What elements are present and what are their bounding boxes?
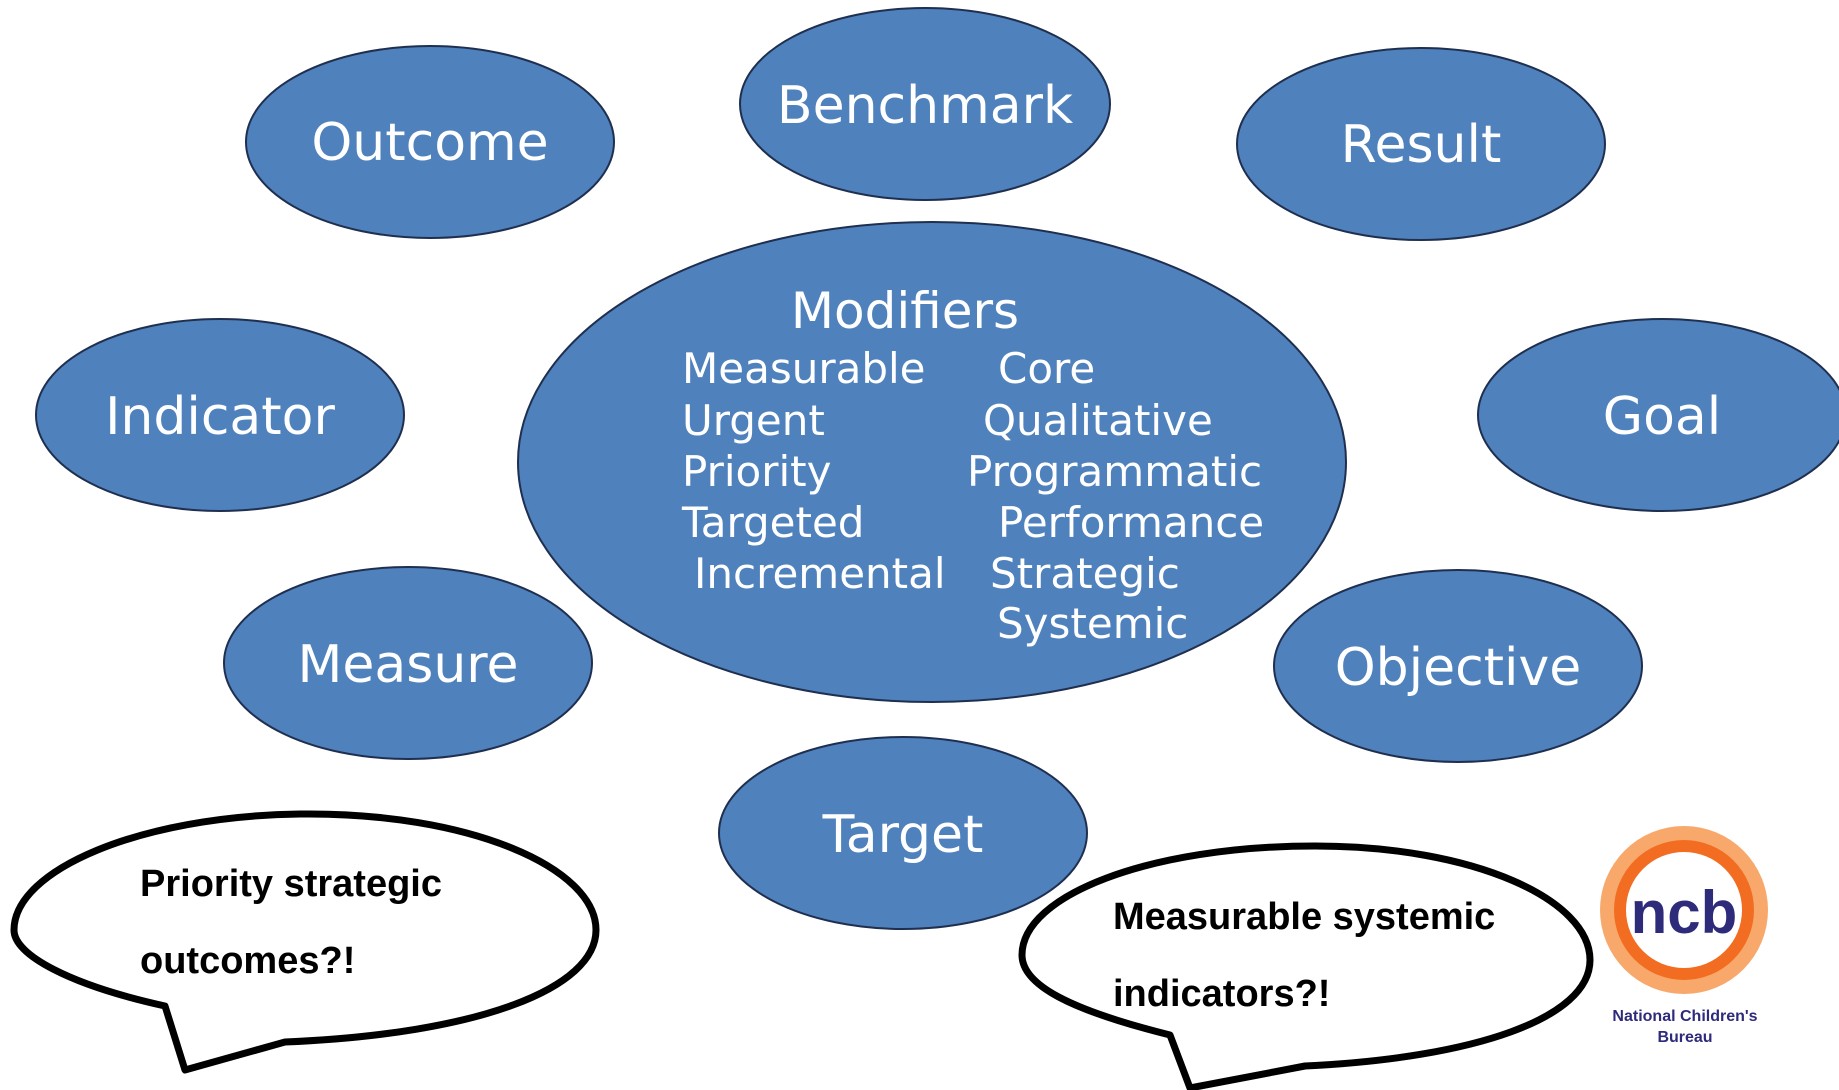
logo-line2: Bureau (1657, 1029, 1712, 1046)
bubble-goal: Goal (1477, 318, 1839, 512)
modifier-item: Programmatic (967, 447, 1262, 496)
modifier-item: Priority (682, 447, 831, 496)
logo-line1: National Children's (1612, 1008, 1757, 1025)
modifier-item: Core (998, 344, 1095, 393)
modifier-item: Qualitative (983, 396, 1213, 445)
bubble-measure-label: Measure (298, 635, 519, 695)
callout-right-line2: indicators?! (1113, 973, 1330, 1015)
bubble-measure: Measure (223, 566, 593, 760)
bubble-goal-label: Goal (1603, 387, 1721, 447)
modifier-item: Performance (998, 498, 1264, 547)
modifiers-title: Modifiers (791, 282, 1019, 340)
speech-bubble-shape (10, 810, 600, 1074)
bubble-outcome: Outcome (245, 45, 615, 239)
modifier-item: Strategic (990, 549, 1180, 598)
modifier-item: Targeted (681, 498, 864, 547)
modifier-item: Incremental (694, 549, 946, 598)
modifier-item: Measurable (682, 344, 926, 393)
bubble-indicator: Indicator (35, 318, 405, 512)
bubble-benchmark-label: Benchmark (777, 76, 1073, 136)
logo-center (1626, 852, 1742, 968)
bubble-target: Target (718, 736, 1088, 930)
bubble-modifiers: Modifiers Measurable Urgent Priority Tar… (517, 221, 1347, 703)
bubble-target-label: Target (822, 805, 984, 865)
bubble-objective: Objective (1273, 569, 1643, 763)
bubble-indicator-label: Indicator (105, 387, 335, 447)
bubble-result: Result (1236, 47, 1606, 241)
ncb-logo: ncb National Children's Bureau (1600, 826, 1768, 1046)
callout-left-line1: Priority strategic (140, 863, 442, 905)
bubble-result-label: Result (1341, 115, 1502, 175)
callout-right: Measurable systemic indicators?! (1018, 842, 1594, 1090)
bubble-benchmark: Benchmark (739, 7, 1111, 201)
speech-bubble-shape (1018, 842, 1594, 1090)
logo-mark: ncb (1631, 879, 1738, 946)
callout-right-line1: Measurable systemic (1113, 896, 1495, 938)
modifier-item: Urgent (682, 396, 825, 445)
callout-left: Priority strategic outcomes?! (10, 810, 600, 1074)
bubble-outcome-label: Outcome (311, 113, 548, 173)
callout-left-line2: outcomes?! (140, 940, 355, 982)
modifier-item: Systemic (997, 599, 1188, 648)
bubble-objective-label: Objective (1335, 638, 1582, 698)
